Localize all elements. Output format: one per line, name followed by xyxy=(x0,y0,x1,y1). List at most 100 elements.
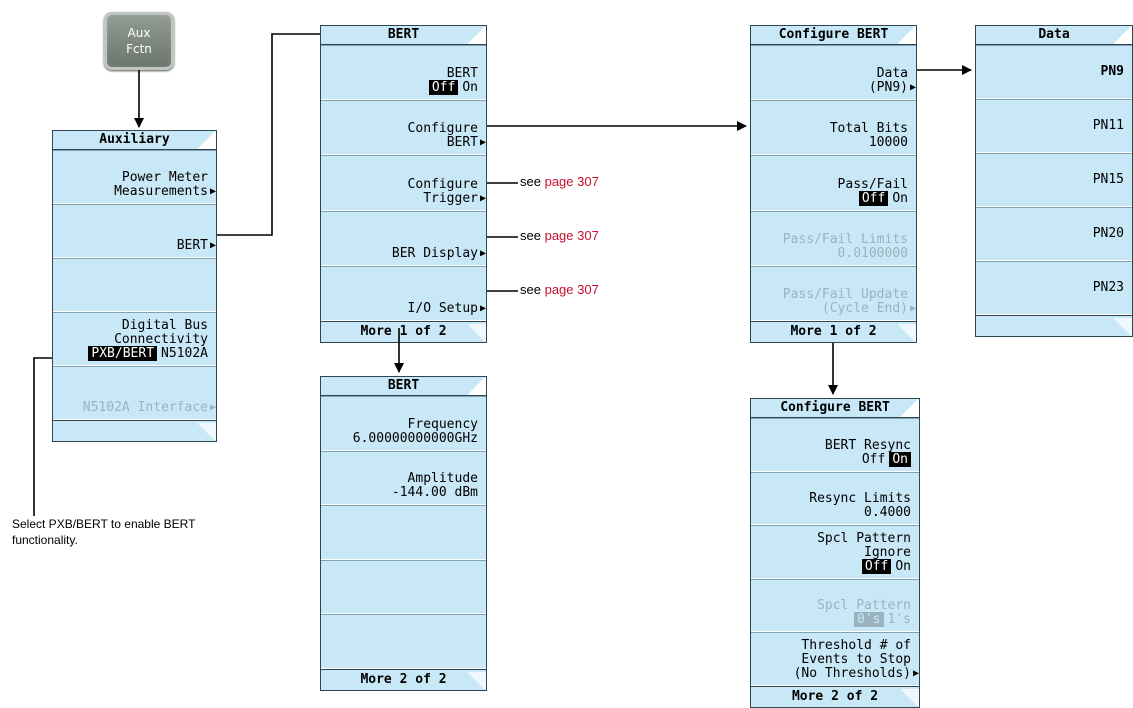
softkey[interactable]: Amplitude-144.00 dBm xyxy=(321,450,486,506)
softkey-label: BERT▶ xyxy=(446,135,486,151)
submenu-arrow-icon: ▶ xyxy=(479,192,486,204)
connector-pxb-caption xyxy=(33,357,52,516)
submenu-arrow-icon: ▶ xyxy=(479,303,486,315)
softkey-label: (PN9)▶ xyxy=(868,80,916,96)
softkey-label: Configure xyxy=(407,121,478,137)
toggle-option: On xyxy=(462,80,478,96)
page-link-ber-display[interactable]: page 307 xyxy=(544,228,599,243)
softkey-label: PN15 xyxy=(1092,172,1124,187)
menu-title: Configure BERT xyxy=(751,26,916,45)
menu-title: BERT xyxy=(321,377,486,396)
see-text: see xyxy=(520,174,541,189)
menu-footer[interactable]: More 1 of 2 xyxy=(321,321,486,343)
menu-footer xyxy=(53,420,216,441)
menu-footer xyxy=(976,315,1132,336)
toggle-option: On xyxy=(895,558,911,574)
softkey[interactable]: N5102A Interface▶ xyxy=(53,366,216,420)
menu-title: Data xyxy=(976,26,1132,45)
page-link-io-setup[interactable]: page 307 xyxy=(544,282,599,297)
softkey-label: PN23 xyxy=(1092,280,1124,295)
softkey xyxy=(321,614,486,669)
submenu-arrow-icon: ▶ xyxy=(209,186,216,197)
softkey[interactable]: PN9 xyxy=(976,45,1132,99)
softkey-label: Ignore xyxy=(864,544,911,560)
softkey-label: PN9 xyxy=(1100,64,1124,79)
softkey-label: BERT xyxy=(446,66,478,82)
toggle-selected: On xyxy=(889,451,911,467)
aux-fctn-line1: Aux xyxy=(127,26,151,40)
submenu-arrow-icon: ▶ xyxy=(479,137,486,149)
softkey-label: N5102A Interface▶ xyxy=(82,400,216,415)
softkey[interactable]: PN20 xyxy=(976,207,1132,261)
softkey-label: Measurements▶ xyxy=(114,184,216,199)
softkey-label: Pass/Fail xyxy=(837,176,908,192)
softkey-label: Spcl Pattern xyxy=(817,598,911,614)
toggle-selected: PXB/BERT xyxy=(88,346,158,361)
menu-title: Auxiliary xyxy=(53,131,216,150)
softkey-label: 0.0100000 xyxy=(837,245,908,261)
softkey[interactable]: Data(PN9)▶ xyxy=(751,45,916,101)
softkey[interactable]: BER Display▶ xyxy=(321,210,486,266)
softkey-label: Pass/Fail Limits xyxy=(782,231,908,247)
softkey[interactable]: PN15 xyxy=(976,153,1132,207)
softkey[interactable]: PN23 xyxy=(976,261,1132,315)
aux-fctn-hardkey[interactable]: Aux Fctn xyxy=(104,12,174,70)
toggle-selected: Off xyxy=(428,80,459,96)
submenu-arrow-icon: ▶ xyxy=(912,667,919,679)
softkey-label: Digital Bus xyxy=(121,318,208,333)
softkey-label: (No Thresholds)▶ xyxy=(793,665,919,681)
see-page-note-trigger: see page 307 xyxy=(520,174,599,189)
toggle-option: 1's xyxy=(887,612,911,628)
softkey-label: Events to Stop xyxy=(801,651,911,667)
menu-footer[interactable]: More 2 of 2 xyxy=(321,668,486,690)
softkey[interactable]: I/O Setup▶ xyxy=(321,265,486,322)
submenu-arrow-icon: ▶ xyxy=(209,240,216,251)
toggle-selected: Off xyxy=(861,558,892,574)
softkey[interactable]: Pass/Fail Update(Cycle End)▶ xyxy=(751,265,916,322)
softkey-label: Power Meter xyxy=(121,170,208,185)
menu-title: Configure BERT xyxy=(751,399,919,418)
softkey[interactable]: BERT▶ xyxy=(53,204,216,258)
softkey-label: Frequency xyxy=(407,416,478,432)
softkey-label: Amplitude xyxy=(407,471,478,487)
toggle-selected: Off xyxy=(858,190,889,206)
toggle-selected: 0's xyxy=(854,612,884,628)
softkey-label: 6.00000000000GHz xyxy=(352,430,478,446)
softkey xyxy=(321,559,486,615)
softkey-label: BERT▶ xyxy=(176,238,216,253)
softkey-label: BER Display▶ xyxy=(391,245,486,261)
aux-fctn-line2: Fctn xyxy=(126,42,152,56)
page-link-trigger[interactable]: page 307 xyxy=(544,174,599,189)
softkey-label: Connectivity xyxy=(114,332,208,347)
menu-footer[interactable]: More 1 of 2 xyxy=(751,321,916,343)
see-text: see xyxy=(520,282,541,297)
menu-footer[interactable]: More 2 of 2 xyxy=(751,685,919,707)
softkey[interactable]: PN11 xyxy=(976,99,1132,153)
connector-bert-to-bert-menu xyxy=(217,33,320,236)
softkey-label: I/O Setup▶ xyxy=(407,301,486,317)
submenu-arrow-icon: ▶ xyxy=(909,303,916,315)
softkey-label: 10000 xyxy=(868,135,908,151)
